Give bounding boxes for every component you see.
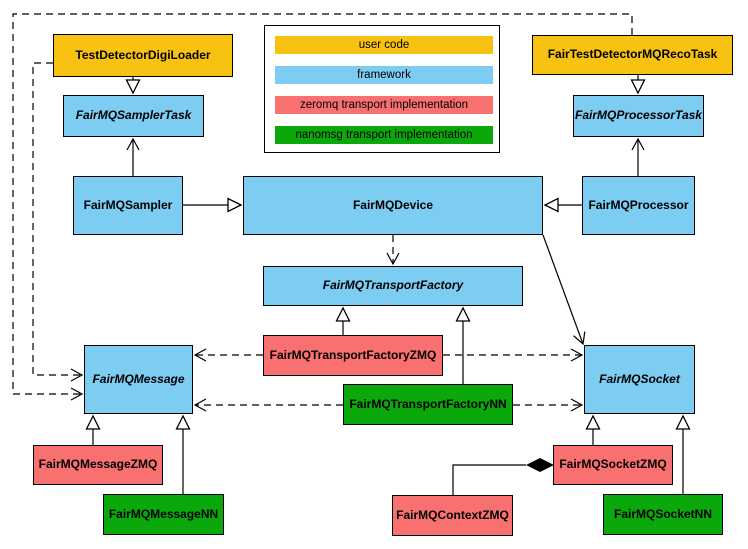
legend-label: nanomsg transport implementation — [295, 129, 473, 141]
node-fairmqmessagenn: FairMQMessageNN — [103, 494, 224, 535]
node-fairmqsocket: FairMQSocket — [584, 345, 695, 414]
node-fairtestdetectormqrecotask: FairTestDetectorMQRecoTask — [532, 35, 733, 75]
node-fairmqsocketzmq: FairMQSocketZMQ — [553, 445, 673, 485]
legend-label: user code — [358, 39, 410, 51]
node-fairmqtransportfactory: FairMQTransportFactory — [263, 266, 523, 306]
legend: user code framework zeromq transport imp… — [264, 25, 500, 153]
node-fairmqsocketnn: FairMQSocketNN — [603, 494, 723, 535]
node-fairmqmessagezmq: FairMQMessageZMQ — [33, 445, 163, 485]
node-fairmqmessage: FairMQMessage — [84, 345, 193, 414]
node-testdetectordigiloader: TestDetectorDigiLoader — [53, 34, 233, 77]
legend-label: zeromq transport implementation — [299, 99, 469, 111]
legend-label: framework — [357, 69, 411, 81]
node-fairmqcontextzmq: FairMQContextZMQ — [392, 495, 513, 536]
node-fairmqsamplertask: FairMQSamplerTask — [63, 95, 204, 137]
node-fairmqtransportfactorynn: FairMQTransportFactoryNN — [343, 384, 513, 425]
node-fairmqprocessortask: FairMQProcessorTask — [573, 95, 704, 137]
node-fairmqprocessor: FairMQProcessor — [582, 176, 695, 235]
composition-diamond — [526, 458, 554, 472]
node-fairmqtransportfactoryzmq: FairMQTransportFactoryZMQ — [263, 335, 443, 376]
edge-device-socket — [542, 234, 586, 346]
legend-item-framework: framework — [275, 66, 493, 84]
node-fairmqdevice: FairMQDevice — [243, 176, 543, 235]
legend-item-zeromq: zeromq transport implementation — [275, 96, 493, 114]
legend-item-user-code: user code — [275, 36, 493, 54]
node-fairmqsampler: FairMQSampler — [73, 176, 183, 235]
legend-item-nanomsg: nanomsg transport implementation — [275, 126, 493, 144]
edge-contextzmq-socketzmq — [452, 464, 526, 495]
